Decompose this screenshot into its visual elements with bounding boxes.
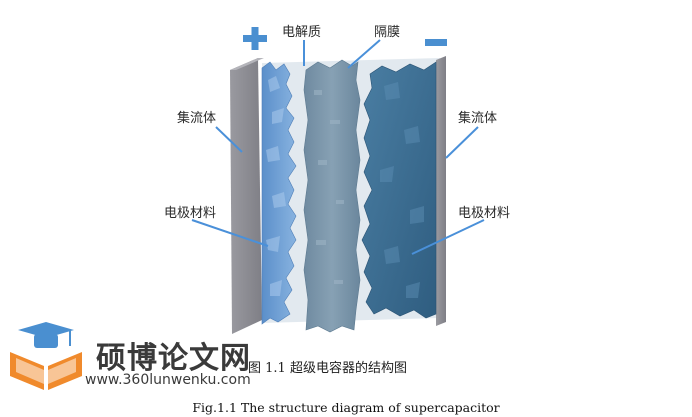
leader-collector-right xyxy=(445,126,479,159)
label-electrode-material-right: 电极材料 xyxy=(458,206,511,221)
electrode-left-texture xyxy=(266,76,286,296)
current-collector-left-edge xyxy=(230,58,264,70)
leader-lines xyxy=(191,39,485,255)
negative-terminal-icon xyxy=(425,39,447,46)
label-current-collector-left: 集流体 xyxy=(177,111,217,126)
leader-separator xyxy=(347,39,381,69)
watermark-site-name: 硕博论文网 xyxy=(96,341,251,376)
figure-caption-chinese: 图 1.1 超级电容器的结构图 xyxy=(248,361,407,376)
leader-electrode-left xyxy=(191,219,269,247)
label-electrode-material-left: 电极材料 xyxy=(164,206,217,221)
current-collector-right xyxy=(436,56,446,326)
figure-caption-english: Fig.1.1 The structure diagram of superca… xyxy=(192,400,500,415)
separator-texture xyxy=(314,90,344,284)
electrode-right-texture xyxy=(380,82,424,298)
electrode-material-left xyxy=(261,61,297,325)
watermark-logo-icon xyxy=(10,322,82,390)
leader-collector-left xyxy=(215,126,243,153)
leader-electrode-right xyxy=(411,219,485,255)
electrode-material-right xyxy=(361,61,437,319)
positive-terminal-icon xyxy=(243,27,267,50)
separator-membrane xyxy=(303,59,361,333)
label-separator: 隔膜 xyxy=(374,25,401,40)
label-current-collector-right: 集流体 xyxy=(458,111,498,126)
watermark-site-url: www.360lunwenku.com xyxy=(85,372,251,388)
label-electrolyte: 电解质 xyxy=(282,25,322,40)
current-collector-left xyxy=(230,58,262,334)
